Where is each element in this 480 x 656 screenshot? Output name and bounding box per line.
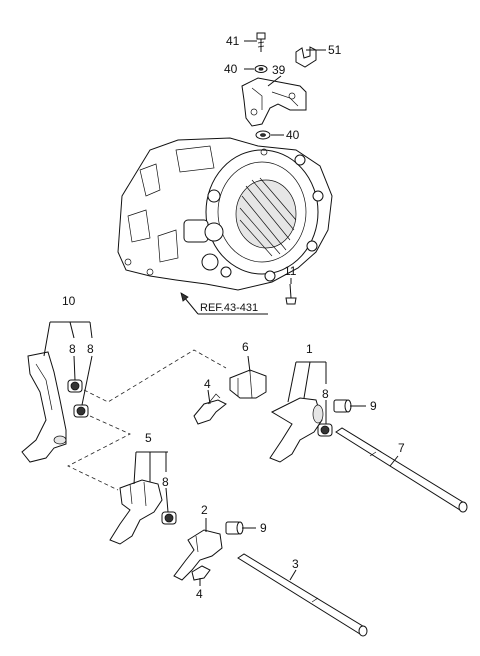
leader-lines (43, 40, 399, 586)
callout-51: 51 (328, 43, 342, 57)
callout-8-d: 8 (162, 475, 169, 489)
bushing-8-d (161, 511, 177, 525)
shift-fork-2 (173, 529, 223, 581)
shift-fork-1 (269, 397, 324, 463)
bolt-41 (256, 32, 266, 52)
shift-fork-6 (229, 369, 267, 399)
callout-4-top: 4 (204, 377, 211, 391)
shift-rail-7 (335, 427, 468, 513)
callout-9-top: 9 (370, 399, 377, 413)
callout-40-top: 40 (224, 62, 238, 76)
callout-1: 1 (306, 342, 313, 356)
callout-7: 7 (398, 441, 405, 455)
clip-51 (295, 46, 317, 68)
callout-3: 3 (292, 557, 299, 571)
bushing-8-a (67, 379, 83, 393)
callout-10: 10 (62, 294, 76, 308)
shift-fork-10 (21, 351, 67, 463)
bushing-8-c (317, 423, 333, 437)
shift-fork-4-top (193, 393, 227, 425)
callout-11: 11 (284, 264, 297, 278)
transmission-case (117, 137, 333, 291)
bolt-11 (285, 283, 297, 305)
detent-plug-9-bot (225, 521, 244, 535)
callout-8-a: 8 (69, 342, 76, 356)
callout-40-mid: 40 (286, 128, 300, 142)
callout-6: 6 (242, 340, 249, 354)
callout-5: 5 (145, 431, 152, 445)
bracket-39 (241, 77, 307, 127)
alignment-lines (67, 349, 227, 491)
ref-arrow (180, 292, 268, 315)
callout-39: 39 (272, 63, 286, 77)
callout-9-bot: 9 (260, 521, 267, 535)
shift-fork-4-bot (191, 565, 211, 581)
shift-fork-5 (109, 479, 163, 545)
bushing-8-b (73, 404, 89, 418)
detent-plug-9-top (333, 399, 352, 413)
washer-40-top (254, 65, 268, 73)
callout-8-b: 8 (87, 342, 94, 356)
reference-label: REF.43-431 (200, 302, 258, 314)
washer-40-mid (255, 130, 271, 140)
callout-41: 41 (226, 34, 240, 48)
shift-rail-3 (237, 553, 368, 637)
callout-4-bot: 4 (196, 587, 203, 601)
callout-2: 2 (201, 503, 208, 517)
callout-8-c: 8 (322, 387, 329, 401)
